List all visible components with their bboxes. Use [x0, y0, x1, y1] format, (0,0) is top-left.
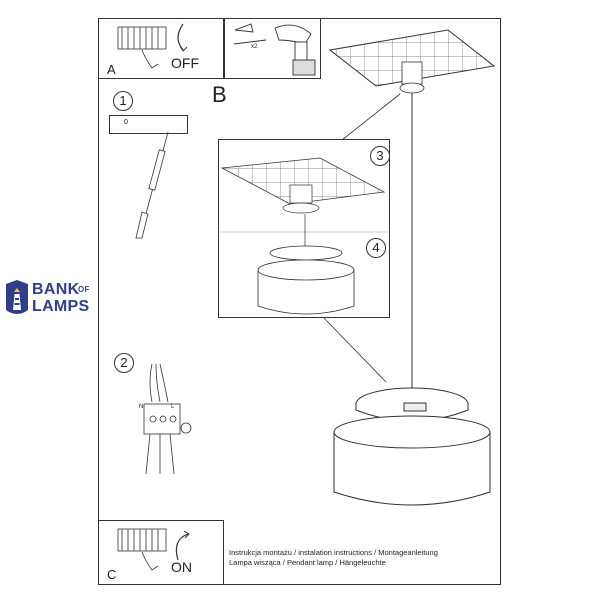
ceiling-template: 0	[109, 115, 188, 134]
panel-b-label: B	[212, 82, 227, 107]
drill-panel: x2	[224, 18, 321, 79]
caption-line1: Instrukcja montażu / instalation instruc…	[229, 548, 438, 557]
step-1-badge: 1	[113, 91, 133, 111]
instructions-caption: Instrukcja montażu / instalation instruc…	[229, 548, 438, 568]
caption-line2: Lampa wisząca / Pendant lamp / Hängeleuc…	[229, 558, 386, 567]
brand-of: OF	[78, 285, 90, 294]
panel-a-action: OFF	[171, 55, 199, 71]
panel-c-action: ON	[171, 559, 192, 575]
brand-logo: BANK OF LAMPS	[2, 280, 102, 320]
brand-line1: BANK	[32, 281, 80, 298]
wiring-l-label: L	[171, 404, 175, 410]
step-3-badge: 3	[370, 146, 390, 166]
wiring-n-label: N	[139, 404, 144, 410]
panel-a-label: A	[107, 62, 116, 77]
drill-quantity: x2	[251, 44, 258, 50]
panel-a: A OFF	[98, 18, 224, 79]
template-mark: 0	[124, 119, 128, 126]
step-2-badge: 2	[114, 353, 134, 373]
brand-line2: LAMPS	[32, 298, 90, 315]
step-4-badge: 4	[366, 238, 386, 258]
lighthouse-icon	[6, 280, 28, 314]
panel-c-label: C	[107, 567, 117, 582]
panel-c: C ON	[98, 520, 224, 585]
detail-panel	[218, 139, 390, 318]
